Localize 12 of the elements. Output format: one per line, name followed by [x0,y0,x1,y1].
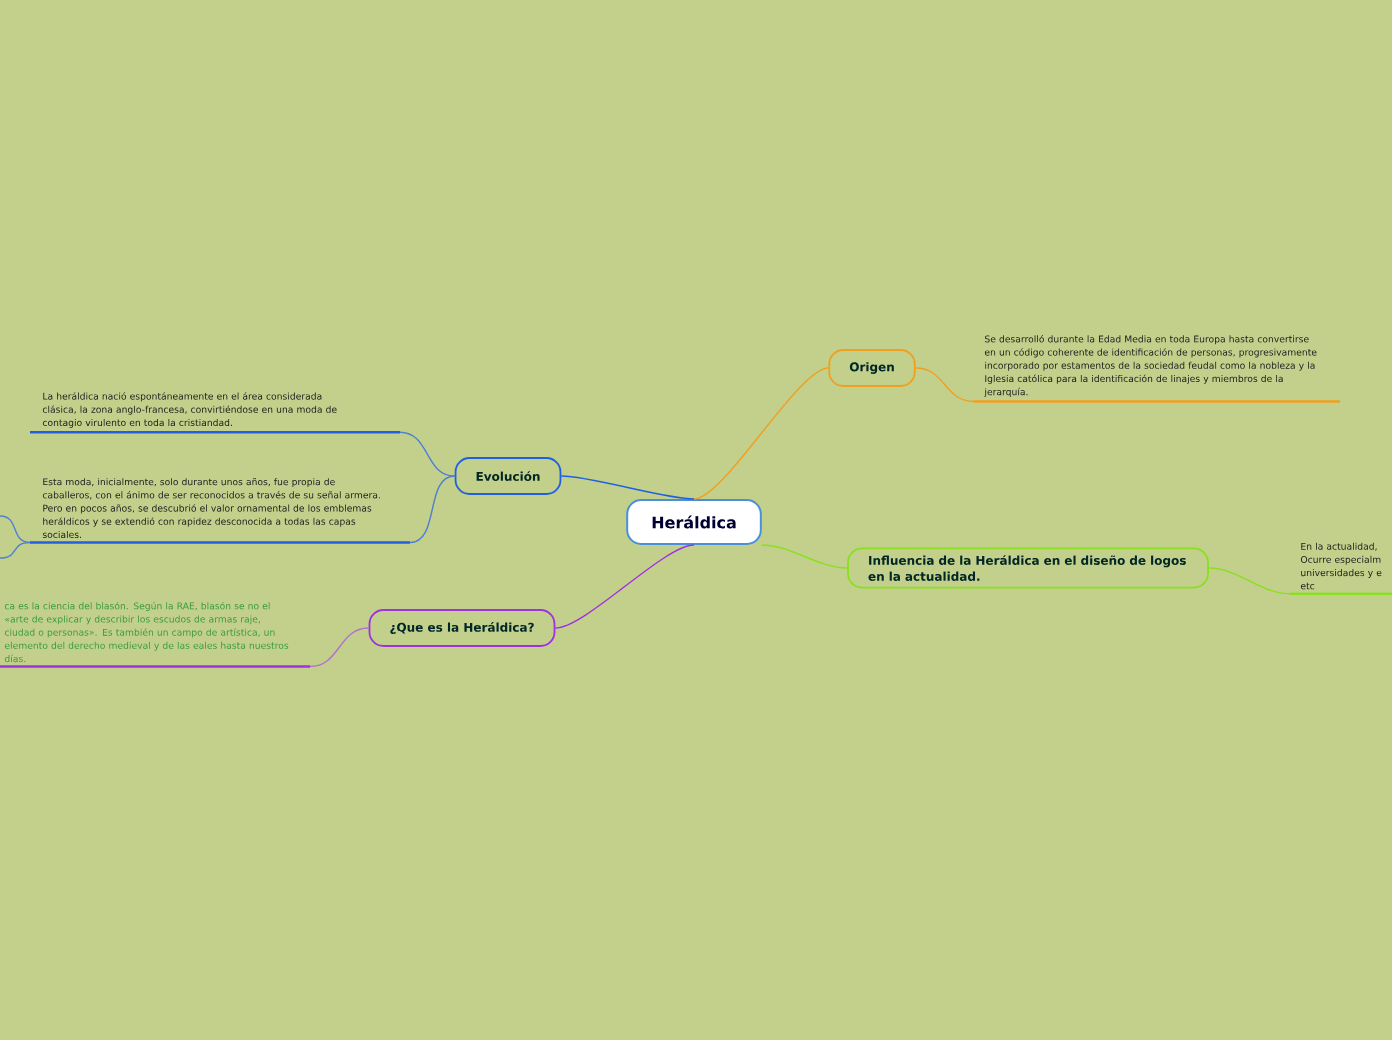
connector-line [0,515,31,544]
connector-line [409,475,456,544]
central-topic-box: Heráldica [626,499,762,545]
connector-line [0,541,31,559]
connector-line [554,544,695,629]
connector-line [1208,567,1291,595]
connector-line [693,367,830,500]
connector-line [560,475,695,500]
connector-line [761,544,848,569]
connector-line [914,367,975,403]
connector-line [309,627,370,668]
connector-line [399,431,456,477]
